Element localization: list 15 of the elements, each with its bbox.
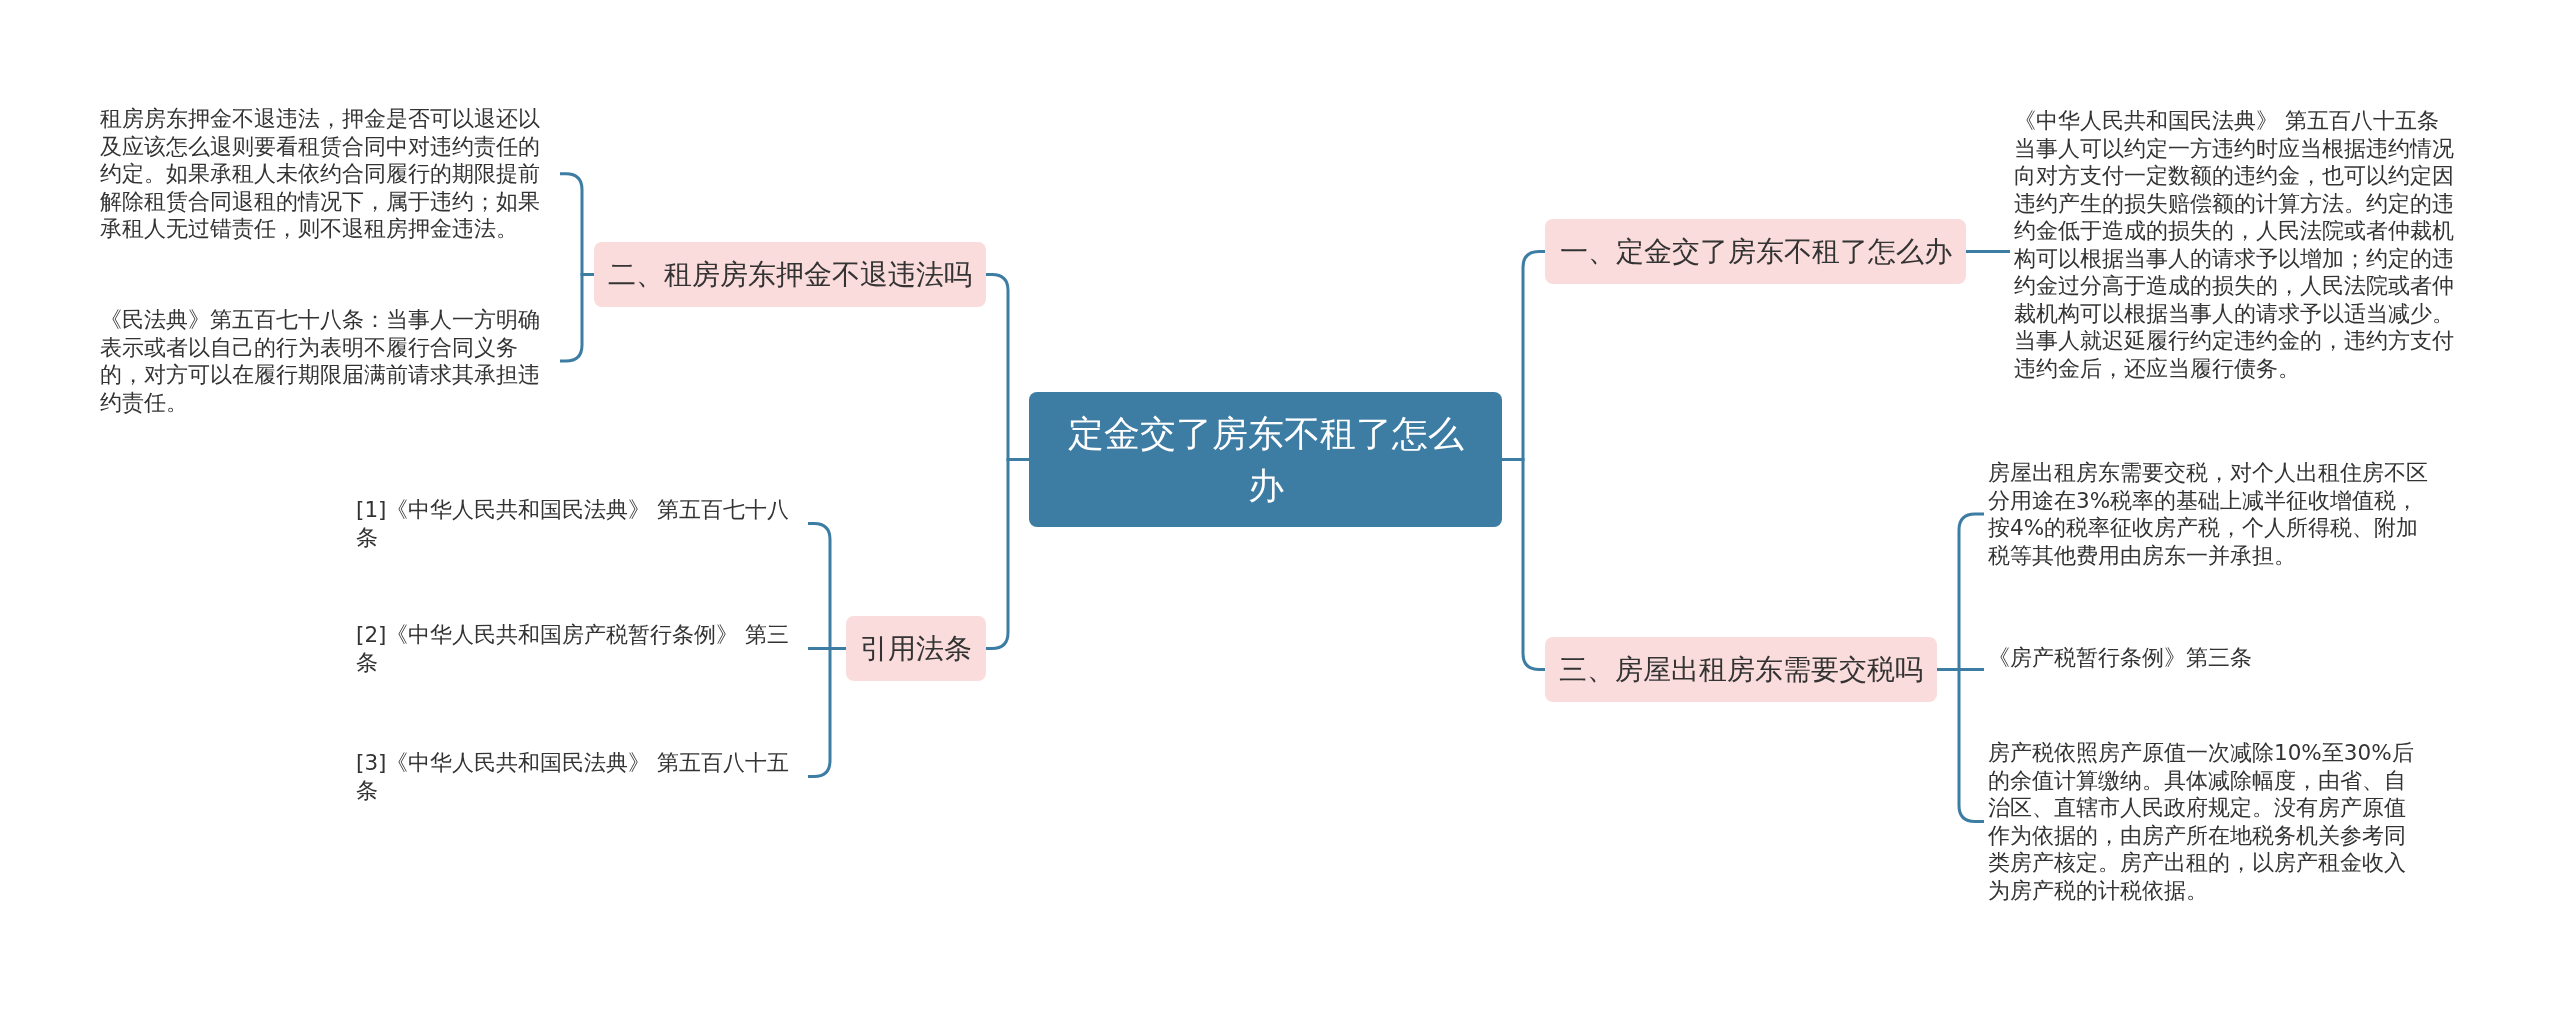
central-topic-box: 定金交了房东不租了怎么办 <box>1029 392 1502 527</box>
topic-box: 三、房屋出租房东需要交税吗 <box>1545 637 1937 702</box>
note-text: [3]《中华人民共和国民法典》 第五百八十五条 <box>352 746 808 807</box>
note-text: [2]《中华人民共和国房产税暂行条例》 第三条 <box>352 618 808 679</box>
topic-box: 一、定金交了房东不租了怎么办 <box>1545 219 1966 284</box>
topic-box: 二、租房房东押金不退违法吗 <box>594 242 986 307</box>
note-text: 租房房东押金不退违法，押金是否可以退还以及应该怎么退则要看租赁合同中对违约责任的约定。如果承租人未依约合同履行的期限提前解除租赁合同退租的情况下，属于违约；如果承租人无过错责任，则不退租房押金违法。 <box>96 102 560 246</box>
note-text: 《中华人民共和国民法典》 第五百八十五条 当事人可以约定一方违约时应当根据违约情况向对方支付一定数额的违约金，也可以约定因违约产生的损失赔偿额的计算方法。约定的违约金低于造成的损失的，人民法院或者仲裁机构可以根据当事人的请求予以增加；约定的违约金过分高于造成的损失的，人民法院或者仲裁机构可以根据当事人的请求予以适当减少。当事人就迟延履行约定违约金的，违约方支付违约金后，还应当履行债务。 <box>2010 104 2460 385</box>
note-text: 房产税依照房产原值一次减除10%至30%后的余值计算缴纳。具体减除幅度，由省、自治区、直辖市人民政府规定。没有房产原值作为依据的，由房产所在地税务机关参考同类房产核定。房产出租的，以房产租金收入为房产税的计税依据。 <box>1984 736 2430 907</box>
note-text: 房屋出租房东需要交税，对个人出租住房不区分用途在3%税率的基础上减半征收增值税，按4%的税率征收房产税，个人所得税、附加税等其他费用由房东一并承担。 <box>1984 456 2440 572</box>
note-text: 《房产税暂行条例》第三条 <box>1984 641 2256 675</box>
note-text: 《民法典》第五百七十八条：当事人一方明确表示或者以自己的行为表明不履行合同义务的，对方可以在履行期限届满前请求其承担违约责任。 <box>96 303 560 419</box>
topic-box: 引用法条 <box>846 616 986 681</box>
connector-line <box>1966 250 2010 253</box>
note-text: [1]《中华人民共和国民法典》 第五百七十八条 <box>352 493 808 554</box>
